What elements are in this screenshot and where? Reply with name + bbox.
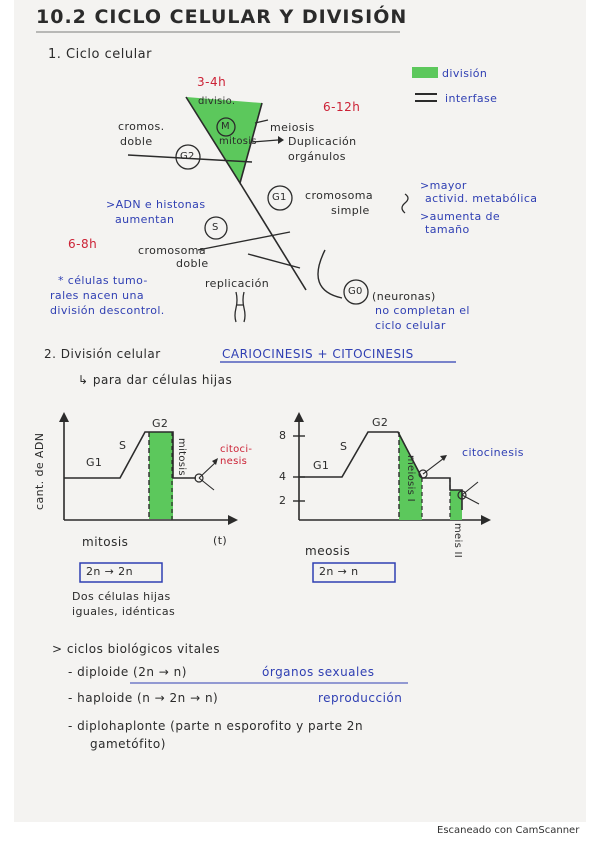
replication-line [247,253,301,269]
meiosis2-green [450,490,462,520]
page-title: 10.2 CICLO CELULAR Y DIVISIÓN [36,6,408,28]
time-s: 6-8h [68,237,98,251]
g0-label: G0 [348,286,363,297]
mitosis-vertical-label: mitosis [176,438,187,476]
meiosis-tick-4: 4 [279,470,287,483]
g1-note-1: >mayor [420,179,467,192]
meiosis-name: meosis [305,544,351,558]
mitosis-note-2: iguales, idénticas [72,605,176,618]
meiosis-tick-8: 8 [279,429,287,442]
time-g1: 6-12h [323,100,361,114]
s-label: S [212,222,219,233]
tumor-note-3: división descontrol. [50,304,165,317]
g0-note-2: no completan el [375,304,470,317]
g2-double-label: doble [120,135,153,148]
tumor-note-2: rales nacen una [50,289,144,302]
cycle-item-2: - haploide (n → 2n → n) [68,691,219,705]
g1-label: G1 [272,192,287,203]
meiosis-citokinesis: citocinesis [462,446,524,459]
phase-division-label: divisio. [198,96,236,107]
mitosis-g2: G2 [152,417,169,430]
g1-note-2: activid. metabólica [425,192,538,205]
m-circle [216,117,236,137]
section3-heading: > ciclos biológicos vitales [52,642,221,656]
duplication-label: Duplicación [288,135,357,148]
scanner-footer: Escaneado con CamScanner [437,825,580,836]
mitosis-note-1: Dos células hijas [72,590,171,603]
mitosis-dna-curve [64,431,196,479]
mitosis-green-band [149,432,173,519]
notebook-paper [14,0,586,822]
g1-simple-label: simple [331,204,370,217]
s-chromosome-label: cromosoma [138,244,207,257]
meiosis2-label: meis II [452,523,463,559]
cycle-line [239,182,307,291]
s-note-2: aumentan [115,213,175,226]
g1-chromosome-label: cromosoma [305,189,374,202]
meiosis-tick-2: 2 [279,494,287,507]
cycle-item-1: - diploide (2n → n) [68,665,187,679]
meiosis-formula: 2n → n [319,565,359,578]
s-double-label: doble [176,257,209,270]
tumor-note-1: * células tumo- [58,274,148,287]
mitosis-time-label: (t) [213,534,228,547]
chromosome-doodle [234,291,246,323]
g2-chromosome-label: cromos. [118,120,165,133]
mitosis-formula: 2n → 2n [86,565,133,578]
s-note-1: >ADN e histonas [106,198,206,211]
cycle-item-2-note: reproducción [318,691,403,705]
legend-division-swatch [412,67,438,78]
g1-note-3: >aumenta de [420,210,501,223]
mitosis-name: mitosis [82,535,129,549]
section2-heading-highlight: CARIOCINESIS + CITOCINESIS [222,347,414,361]
legend-interfase-label: interfase [445,92,498,105]
g2-boundary-line [127,154,253,163]
phase-mitosis-label: mitosis [219,136,257,147]
g0-note-1: (neuronas) [372,290,436,303]
meiosis-graph [293,412,491,525]
g1-note-4: tamaño [425,223,470,236]
cycle-item-1-note: órganos sexuales [262,665,375,679]
s-circle [204,216,228,240]
time-division: 3-4h [197,75,227,89]
meiosis-label: meiosis [270,121,315,134]
cycle-item-3: - diplohaplonte (parte n esporofito y pa… [68,719,364,733]
cycle-item-3-cont: gametófito) [90,737,166,751]
mitosis-s: S [119,439,127,452]
meiosis-formula-box [312,562,396,583]
g0-note-3: ciclo celular [375,319,446,332]
section2-heading: 2. División celular [44,347,161,361]
mitosis-g1: G1 [86,456,103,469]
meiosis-s: S [340,440,348,453]
mitosis-formula-box [79,562,163,583]
section2-subheading: ↳ para dar células hijas [78,373,233,387]
mitosis-citokinesis-2: nesis [220,456,248,467]
phase-m-label: M [221,121,230,132]
meiosis-g2: G2 [372,416,389,429]
g1-circle [267,185,293,211]
meiosis1-green [399,432,422,520]
meiosis-g1: G1 [313,459,330,472]
g2-label: G2 [180,151,195,162]
section1-heading: 1. Ciclo celular [48,47,152,62]
organelles-label: orgánulos [288,150,346,163]
s-boundary-line [197,231,291,251]
legend-division-label: división [442,67,488,80]
g0-curve [317,249,343,299]
g0-circle [343,279,369,305]
mitosis-citokinesis-1: citoci- [220,444,253,455]
meiosis1-label: meiosis I [405,455,416,502]
mitosis-graph [59,412,238,525]
g2-circle [175,144,201,170]
mitosis-ylabel: cant. de ADN [33,432,46,510]
replication-label: replicación [205,277,270,290]
